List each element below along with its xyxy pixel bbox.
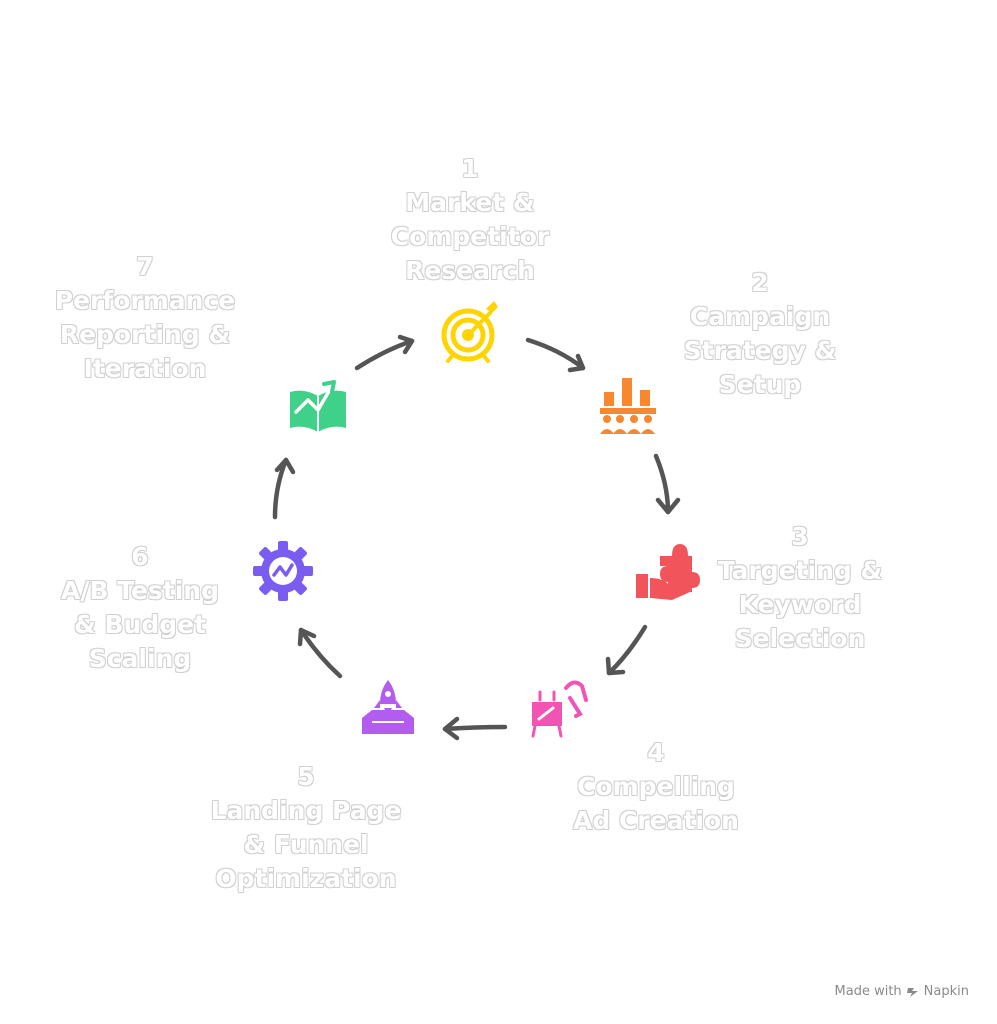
gear-chart-icon [253,541,313,601]
step-text-line: & Budget [73,610,207,639]
step-6-label: 6 A/B Testing & Budget Scaling [40,540,240,676]
arrow-2-to-3-head [655,497,681,515]
strategy-team-icon [600,378,656,434]
napkin-brand-text: Napkin [923,984,969,999]
made-with-text: Made with [834,984,902,999]
step-text-line: Optimization [215,864,397,893]
step-text-line: Competitor [390,222,550,251]
napkin-logo-icon [906,987,918,997]
arrow-1-to-2-head [567,353,586,373]
step-4-label: 4 Compelling Ad Creation [546,736,766,838]
made-with-napkin-footer: Made with Napkin [835,984,969,999]
step-5-label: 5 Landing Page & Funnel Optimization [196,760,416,896]
step-3-label: 3 Targeting & Keyword Selection [700,520,900,656]
arrow-4-to-5 [442,724,508,732]
step-text-line: Setup [718,370,802,399]
step-number: 5 [297,762,315,791]
step-number: 1 [461,154,479,183]
step-number: 7 [136,252,154,281]
rocket-launch-icon [362,680,414,734]
step-text-line: Strategy & [683,336,837,365]
step-number: 3 [791,522,809,551]
arrow-1-to-2 [525,337,586,371]
arrow-3-to-4 [606,624,648,676]
step-number: 2 [751,268,769,297]
arrow-5-to-6 [298,627,343,679]
arrow-6-to-7-head [274,457,296,475]
step-text-line: Reporting & [59,320,231,349]
puzzle-hand-icon [636,544,700,600]
step-text-line: Scaling [88,644,192,673]
cycle-arrows [272,334,681,741]
presentation-board-icon [531,680,588,738]
growth-book-icon [290,380,346,432]
step-text-line: Performance [54,286,236,315]
step-number: 6 [131,542,149,571]
arrow-4-to-5-head [442,716,460,741]
step-text-line: Keyword [738,590,862,619]
step-text-line: Research [405,256,535,285]
arrow-2-to-3 [653,453,671,515]
step-text-line: Market & [405,188,535,217]
arrow-7-to-1-head [397,334,415,355]
step-text-line: Ad Creation [573,806,739,835]
step-text-line: Landing Page [210,796,402,825]
step-text-line: Compelling [577,772,735,801]
arrow-3-to-4-head [605,656,626,676]
target-icon [441,301,498,363]
step-number: 4 [647,738,665,767]
arrow-5-to-6-head [297,627,317,647]
step-text-line: Iteration [83,354,207,383]
step-7-label: 7 Performance Reporting & Iteration [40,250,250,386]
step-2-label: 2 Campaign Strategy & Setup [660,266,860,402]
step-text-line: Campaign [689,302,831,331]
step-text-line: & Funnel [243,830,369,859]
step-1-label: 1 Market & Competitor Research [370,152,570,288]
arrow-7-to-1 [354,338,415,371]
step-text-line: Selection [734,624,866,653]
step-text-line: Targeting & [717,556,883,585]
step-text-line: A/B Testing [60,576,220,605]
